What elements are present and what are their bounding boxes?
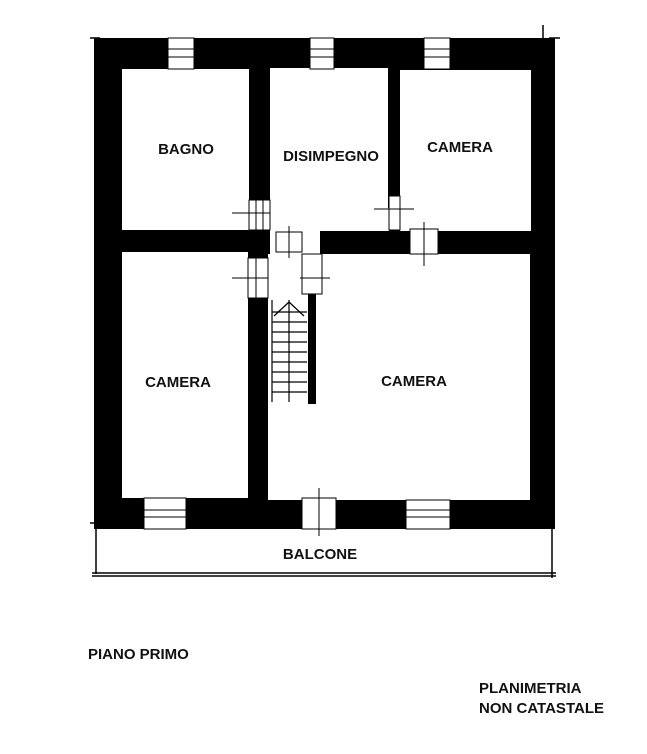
room-bagno [122,69,249,230]
room-disimpegno [270,68,389,231]
note-caption: PLANIMETRIA NON CATASTALE [479,679,604,719]
label-camera-right: CAMERA [381,373,447,390]
room-camera-top-right [400,70,531,231]
floor-caption: PIANO PRIMO [88,646,189,663]
partition-disimpegno [388,68,393,208]
note-line-2: NON CATASTALE [479,700,604,717]
room-camera-left [122,252,248,498]
balcony [92,529,556,578]
corner-ticks [90,25,560,524]
label-disimpegno: DISIMPEGNO [283,148,379,165]
windows-top [167,37,451,70]
label-balcone: BALCONE [283,546,357,563]
note-line-1: PLANIMETRIA [479,680,582,697]
stair-wall [308,260,316,404]
internal-doors [232,195,439,299]
windows-bottom [143,488,451,536]
label-bagno: BAGNO [158,141,214,158]
label-camera-top-right: CAMERA [427,139,493,156]
staircase [271,300,307,402]
label-camera-left: CAMERA [145,374,211,391]
